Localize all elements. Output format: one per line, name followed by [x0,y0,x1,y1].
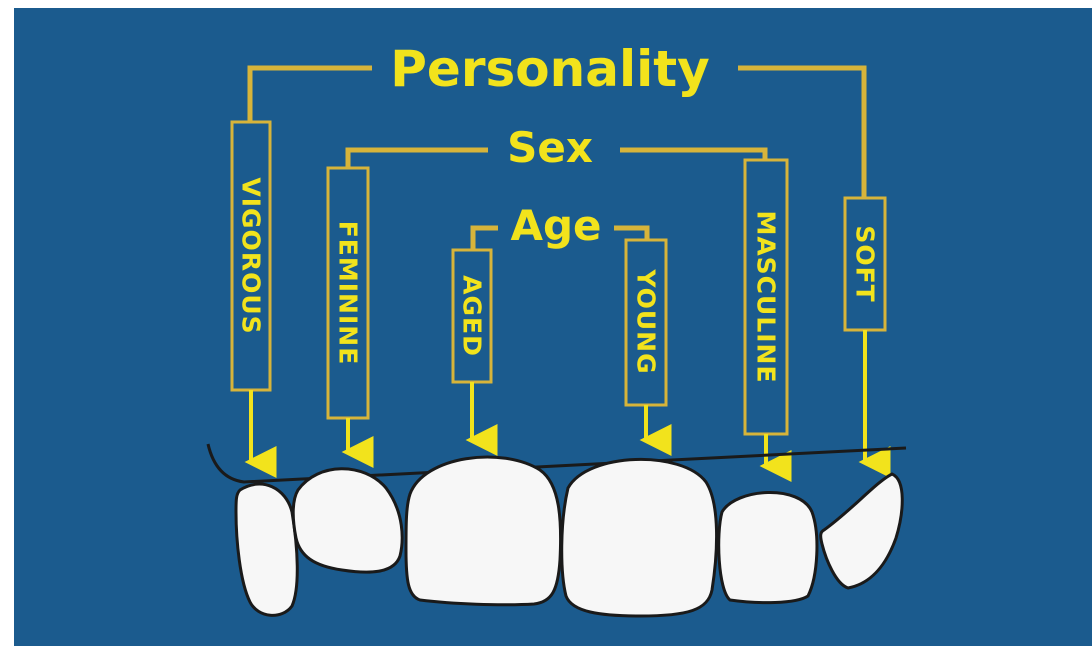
heading-personality: Personality [390,40,709,98]
heading-sex: Sex [507,123,593,172]
tooth-right-central-aged [406,457,561,605]
tooth-left-lateral-masculine [719,492,817,602]
label-masculine: MASCULINE [752,210,781,383]
heading-age: Age [510,201,601,250]
label-soft: SOFT [851,225,880,302]
label-feminine: FEMININE [334,221,363,366]
label-vigorous: VIGOROUS [237,177,266,334]
tooth-left-central-young [562,459,717,616]
label-aged: AGED [458,275,487,357]
label-young: YOUNG [632,268,661,374]
